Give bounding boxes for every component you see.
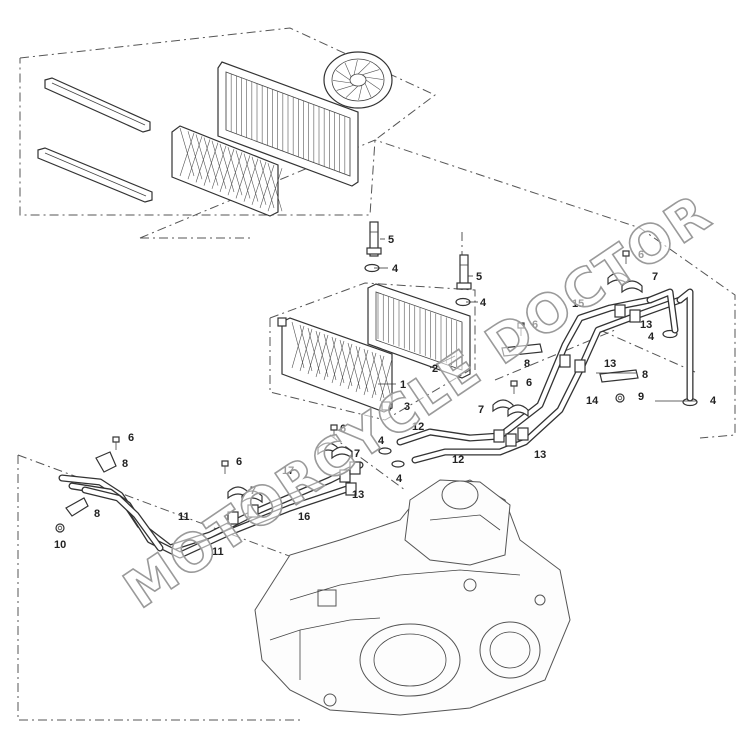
callout-6-d: 6: [340, 423, 346, 435]
callout-13-c: 13: [534, 449, 546, 461]
bolt-head: [112, 436, 120, 443]
callout-7-b: 7: [478, 404, 484, 416]
callout-6-f: 6: [236, 456, 242, 468]
radiator-bracket-lower: [37, 147, 153, 203]
hose-clamps-13: [493, 304, 641, 447]
oil-cooler-part-2: [367, 283, 471, 379]
oil-cooler-guard-part-1: [277, 317, 393, 413]
top-assembly-boundary: [19, 27, 436, 216]
leader-lines: [374, 238, 697, 402]
hose-clamps-lower: [227, 461, 361, 525]
callout-5-b: 5: [476, 271, 482, 283]
callout-7-c: 7: [354, 448, 360, 460]
fitting-5-right: [456, 254, 472, 290]
fitting-5-left: [366, 221, 382, 257]
callout-6-c: 6: [526, 377, 532, 389]
radiator-guard-grille: [171, 125, 283, 217]
callout-13-d: 13: [352, 489, 364, 501]
callout-6-b: 6: [532, 319, 538, 331]
bracket-7-lower: [227, 442, 353, 504]
callout-7-a: 7: [652, 271, 658, 283]
callout-2: 2: [432, 363, 438, 375]
callout-8-b: 8: [642, 369, 648, 381]
callout-9: 9: [638, 391, 644, 403]
callout-4-d: 4: [710, 395, 717, 407]
callout-7-d: 7: [250, 485, 256, 497]
callout-4-f: 4: [396, 473, 403, 485]
bracket-7-mid: [492, 399, 529, 418]
oil-cooler-box-3: [269, 282, 476, 421]
callout-3: 3: [404, 401, 410, 413]
callout-4-b: 4: [480, 297, 487, 309]
cooling-fan: [323, 51, 393, 109]
oil-hose-11-16-17: [58, 461, 364, 559]
oil-hose-14-15: [396, 288, 694, 464]
callout-16: 16: [298, 511, 310, 523]
callout-15: 15: [572, 298, 584, 310]
nut-10: [55, 523, 65, 533]
callout-12-b: 12: [452, 454, 464, 466]
lower-assembly-boundary: [17, 434, 406, 721]
callout-12-a: 12: [412, 421, 424, 433]
callout-10: 10: [54, 539, 66, 551]
callout-14: 14: [586, 395, 599, 407]
callout-4-e: 4: [378, 435, 385, 447]
callout-4-c: 4: [648, 331, 655, 343]
bolt-head: [510, 380, 518, 387]
callout-4-a: 4: [392, 263, 399, 275]
radiator-bracket-upper: [44, 77, 151, 133]
bolt-head: [221, 460, 229, 467]
engine-block: [254, 479, 571, 716]
callout-13-b: 13: [604, 358, 616, 370]
callout-11-a: 11: [178, 511, 190, 523]
bolt-6-group: [112, 250, 630, 474]
callout-6-a: 6: [638, 249, 644, 261]
callout-6-e: 6: [128, 432, 134, 444]
callout-11-b: 11: [212, 546, 224, 558]
callout-17: 17: [282, 465, 294, 477]
radiator-core: [217, 61, 359, 187]
callout-1: 1: [400, 379, 406, 391]
bracket-7-top: [607, 272, 643, 294]
callout-8-c: 8: [122, 458, 128, 470]
callout-8-a: 8: [524, 358, 530, 370]
callout-13-a: 13: [640, 319, 652, 331]
callout-8-d: 8: [94, 508, 100, 520]
callout-5-a: 5: [388, 234, 394, 246]
callout-labels: 1 2 3 4 4 4 4 4 4 5 5 6 6 6 6 6 6 7 7 7 …: [54, 234, 717, 558]
nut-9: [615, 393, 625, 403]
